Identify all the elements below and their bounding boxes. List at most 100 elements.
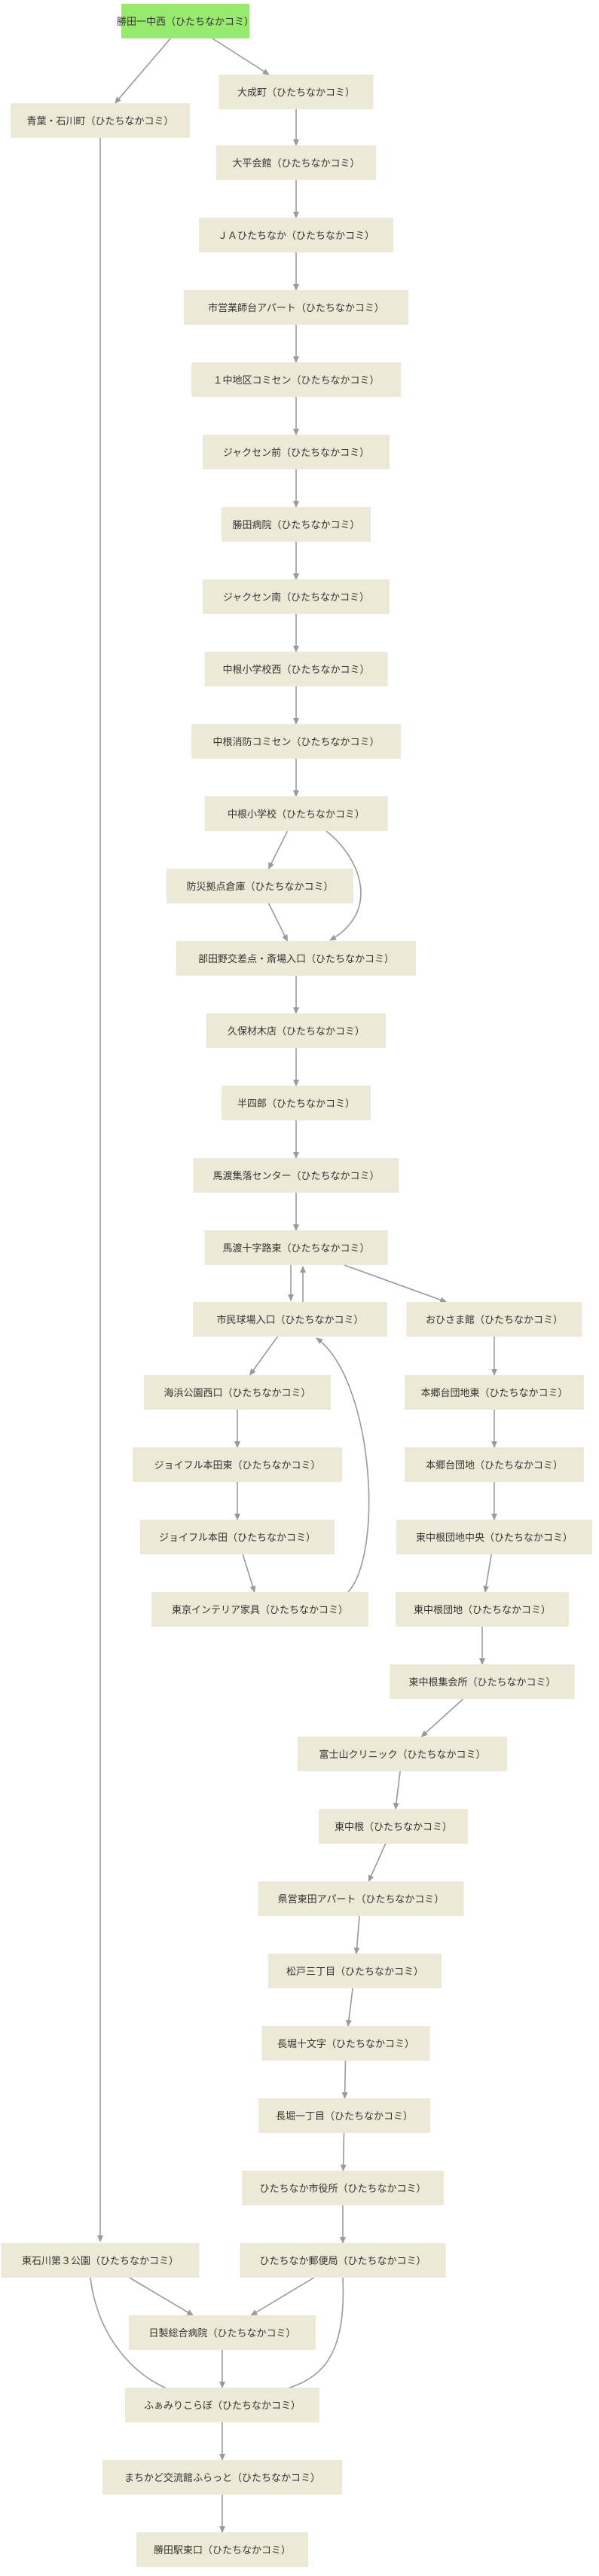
node-n2: 青葉・石川町（ひたちなかコミ） xyxy=(11,103,190,138)
edge-arrow xyxy=(325,830,362,941)
edge-arrow xyxy=(129,2277,194,2316)
node-box xyxy=(199,218,393,252)
node-label: 中根小学校西（ひたちなかコミ） xyxy=(222,664,369,676)
node-n39: 日製総合病院（ひたちなかコミ） xyxy=(129,2315,316,2350)
node-n22: 本郷台団地東（ひたちなかコミ） xyxy=(405,1375,584,1410)
node-box xyxy=(167,869,353,903)
node-label: 東中根集会所（ひたちなかコミ） xyxy=(408,1676,555,1688)
node-box xyxy=(206,1013,386,1048)
node-n35: 長堀一丁目（ひたちなかコミ） xyxy=(258,2098,430,2133)
node-n1: 大成町（ひたちなかコミ） xyxy=(219,75,374,109)
node-n6: １中地区コミセン（ひたちなかコミ） xyxy=(191,362,401,397)
node-n30: 富士山クリニック（ひたちなかコミ） xyxy=(298,1737,507,1771)
node-label: 東中根団地中央（ひたちなかコミ） xyxy=(416,1532,573,1544)
node-box xyxy=(204,796,388,831)
node-box xyxy=(298,1737,507,1771)
edge-arrow xyxy=(212,38,270,75)
node-label: ひたちなか郵便局（ひたちなかコミ） xyxy=(259,2256,426,2267)
node-label: 半四郎（ひたちなかコミ） xyxy=(237,1099,355,1110)
node-box xyxy=(261,2026,430,2061)
node-n8: 勝田病院（ひたちなかコミ） xyxy=(222,507,371,542)
edge-arrow xyxy=(483,1554,492,1593)
node-box xyxy=(396,1520,592,1554)
node-box xyxy=(268,1954,442,1988)
node-label: 本郷台団地（ひたちなかコミ） xyxy=(426,1460,563,1471)
edge-arrow xyxy=(115,38,171,104)
edge-arrow xyxy=(353,1915,360,1954)
node-box xyxy=(405,1447,584,1482)
edge-arrow xyxy=(316,1337,370,1593)
node-label: 東中根（ひたちなかコミ） xyxy=(335,1821,452,1833)
node-layer: 勝田一中西（ひたちなかコミ） 大成町（ひたちなかコミ） 青葉・石川町（ひたちなかコミ… xyxy=(1,4,592,2567)
node-n19: 市民球場入口（ひたちなかコミ） xyxy=(193,1302,387,1337)
node-n11: 中根消防コミセン（ひたちなかコミ） xyxy=(191,724,401,759)
node-label: 大成町（ひたちなかコミ） xyxy=(237,87,355,99)
node-box xyxy=(144,1375,331,1410)
node-label: 東石川第３公園（ひたちなかコミ） xyxy=(22,2255,179,2267)
node-label: １中地区コミセン（ひたちなかコミ） xyxy=(212,375,379,387)
node-label: おひさま館（ひたちなかコミ） xyxy=(426,1315,563,1326)
node-label: 部田野交差点・斎場入口（ひたちなかコミ） xyxy=(198,953,394,965)
node-label: 馬渡十字路東（ひたちなかコミ） xyxy=(222,1242,369,1254)
node-n25: ジョイフル本田（ひたちなかコミ） xyxy=(140,1520,335,1554)
node-n4: ＪＡひたちなか（ひたちなかコミ） xyxy=(199,218,393,252)
node-label: ひたちなか市役所（ひたちなかコミ） xyxy=(259,2183,426,2195)
node-n10: 中根小学校西（ひたちなかコミ） xyxy=(204,652,388,686)
edge-arrow xyxy=(250,2277,315,2316)
node-label: ふぁみりこらぼ（ひたちなかコミ） xyxy=(144,2400,301,2412)
node-box xyxy=(390,1664,575,1699)
node-n18: 馬渡十字路東（ひたちなかコミ） xyxy=(204,1230,388,1265)
node-box xyxy=(258,1881,464,1916)
node-n33: 松戸三丁目（ひたちなかコミ） xyxy=(268,1954,442,1988)
node-box xyxy=(193,1158,399,1193)
edge-arrow xyxy=(267,903,289,942)
node-box xyxy=(191,724,401,759)
edge-arrow xyxy=(345,1988,353,2027)
node-n28: 東中根団地（ひたちなかコミ） xyxy=(396,1592,569,1627)
node-label: 海浜公園西口（ひたちなかコミ） xyxy=(164,1388,310,1399)
edge-arrow xyxy=(267,830,289,869)
edge-arrow xyxy=(242,1554,256,1593)
node-box xyxy=(125,2388,319,2422)
node-label: 大平会館（ひたちなかコミ） xyxy=(232,158,359,170)
node-n14: 部田野交差点・斎場入口（ひたちなかコミ） xyxy=(176,941,416,976)
node-n36: ひたちなか市役所（ひたちなかコミ） xyxy=(242,2171,444,2205)
node-box xyxy=(406,1302,582,1337)
node-n37: 東石川第３公園（ひたちなかコミ） xyxy=(1,2243,200,2278)
node-box xyxy=(219,75,374,109)
node-box xyxy=(176,941,416,976)
node-box xyxy=(240,2243,446,2278)
node-label: 東京インテリア家具（ひたちなかコミ） xyxy=(172,1604,348,1616)
node-box xyxy=(396,1592,569,1627)
node-box xyxy=(258,2098,430,2133)
node-label: ＪＡひたちなか（ひたちなかコミ） xyxy=(218,231,374,242)
node-label: 久保材木店（ひたちなかコミ） xyxy=(228,1026,365,1037)
node-box xyxy=(102,2460,342,2495)
node-label: まちかど交流館ふらっと（ひたちなかコミ） xyxy=(124,2472,320,2484)
node-box xyxy=(222,1086,371,1120)
node-n41: まちかど交流館ふらっと（ひたちなかコミ） xyxy=(102,2460,342,2495)
node-box xyxy=(204,652,388,686)
node-box xyxy=(184,290,408,325)
node-label: 勝田一中西（ひたちなかコミ） xyxy=(117,17,254,28)
node-n26: 東中根団地中央（ひたちなかコミ） xyxy=(396,1520,592,1554)
node-n38: ひたちなか郵便局（ひたちなかコミ） xyxy=(240,2243,446,2278)
node-box xyxy=(203,579,390,614)
edge-arrow xyxy=(393,1771,401,1810)
node-label: ジョイフル本田東（ひたちなかコミ） xyxy=(154,1459,320,1471)
node-n15: 久保材木店（ひたちなかコミ） xyxy=(206,1013,386,1048)
node-n31: 東中根（ひたちなかコミ） xyxy=(319,1809,468,1844)
node-label: 市民球場入口（ひたちなかコミ） xyxy=(216,1314,363,1326)
node-n20: おひさま館（ひたちなかコミ） xyxy=(406,1302,582,1337)
node-box xyxy=(193,1302,387,1337)
node-n23: ジョイフル本田東（ひたちなかコミ） xyxy=(133,1447,342,1482)
edge-arrow xyxy=(368,1843,387,1882)
node-n13: 防災拠点倉庫（ひたちなかコミ） xyxy=(167,869,353,903)
node-box xyxy=(151,1592,368,1627)
node-label: 松戸三丁目（ひたちなかコミ） xyxy=(286,1966,423,1978)
node-label: 東中根団地（ひたちなかコミ） xyxy=(414,1604,551,1616)
node-n27: 東京インテリア家具（ひたちなかコミ） xyxy=(151,1592,368,1627)
node-label: 県営東田アパート（ひたちなかコミ） xyxy=(278,1893,445,1905)
node-n12: 中根小学校（ひたちなかコミ） xyxy=(204,796,388,831)
node-label: 馬渡集落センター（ひたちなかコミ） xyxy=(212,1170,379,1182)
